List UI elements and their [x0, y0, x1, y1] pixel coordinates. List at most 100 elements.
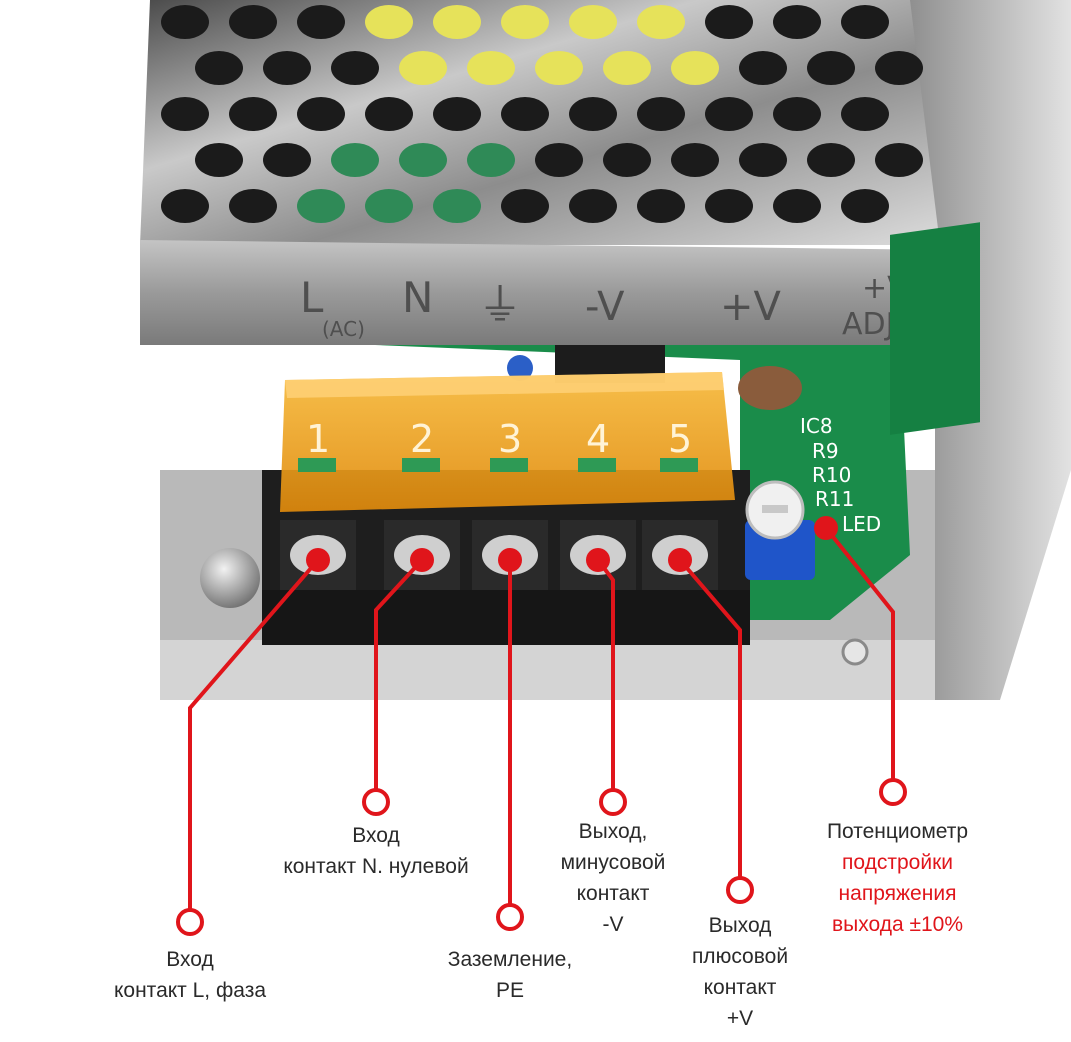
vent-hole: [841, 97, 889, 131]
pcb-label-led: LED: [842, 512, 881, 536]
vent-hole: [501, 5, 549, 39]
vent-hole: [773, 189, 821, 223]
vent-hole: [705, 97, 753, 131]
terminal-dots: [306, 516, 838, 572]
marking-minus-v: -V: [585, 284, 625, 330]
vent-hole: [671, 143, 719, 177]
vent-hole: [705, 5, 753, 39]
vent-hole: [263, 51, 311, 85]
vent-hole: [297, 5, 345, 39]
ventilation-holes: [161, 5, 923, 223]
dot-potentiometer: [814, 516, 838, 540]
amber-cover: [280, 372, 735, 512]
terminal-number-2: 2: [410, 417, 434, 461]
vent-hole: [501, 189, 549, 223]
vent-hole: [331, 143, 379, 177]
vent-hole: [365, 97, 413, 131]
mounting-screw: [200, 548, 260, 608]
terminal-window-3: [490, 458, 528, 472]
case-side-wall: [900, 0, 1071, 700]
label-input-l: Вход контакт L, фаза: [90, 944, 290, 1006]
label-potentiometer: Потенциометр подстройки напряжения выход…: [815, 816, 980, 940]
ring-ground: [496, 903, 524, 931]
vent-hole: [161, 189, 209, 223]
label-potentiometer-line-2: напряжения: [838, 882, 957, 905]
dot-terminal-1: [306, 548, 330, 572]
vent-hole: [365, 5, 413, 39]
vent-hole: [195, 143, 243, 177]
label-output-plus-line-1: Выход: [708, 914, 772, 937]
vent-hole: [229, 97, 277, 131]
callout-line-n: [374, 558, 424, 800]
label-output-plus-line-2: плюсовой: [691, 945, 789, 968]
terminal-window-4: [578, 458, 616, 472]
ring-output-minus: [599, 788, 627, 816]
vent-hole: [263, 143, 311, 177]
marking-ac: (AC): [322, 317, 365, 341]
vent-hole: [229, 189, 277, 223]
vent-hole: [535, 51, 583, 85]
dot-terminal-5: [668, 548, 692, 572]
label-ground: Заземление, PE: [420, 944, 600, 1006]
vent-hole: [433, 189, 481, 223]
vent-hole: [569, 5, 617, 39]
label-output-plus-line-4: +V: [726, 1007, 754, 1030]
vent-hole: [841, 189, 889, 223]
label-output-minus-line-1: Выход,: [578, 820, 648, 843]
terminal-number-4: 4: [586, 417, 610, 461]
vent-hole: [773, 5, 821, 39]
vent-hole: [705, 189, 753, 223]
vent-hole: [569, 189, 617, 223]
dot-terminal-3: [498, 548, 522, 572]
label-potentiometer-line-1: подстройки: [842, 851, 953, 874]
label-input-n-line-2: контакт N. нулевой: [283, 855, 469, 878]
vent-hole: [671, 51, 719, 85]
vent-hole: [637, 5, 685, 39]
vent-hole: [297, 97, 345, 131]
vent-hole: [331, 51, 379, 85]
callout-line-pot: [824, 526, 895, 790]
vent-hole: [467, 143, 515, 177]
terminal-number-3: 3: [498, 417, 522, 461]
label-input-n: Вход контакт N. нулевой: [266, 820, 486, 882]
vent-hole: [569, 97, 617, 131]
dot-terminal-4: [586, 548, 610, 572]
vent-hole: [501, 97, 549, 131]
front-lip: [140, 240, 955, 345]
label-input-l-line-2: контакт L, фаза: [113, 979, 266, 1002]
pcb-markings: IC8 R9 R10 R11 LED: [800, 414, 881, 536]
pcb-label-r10: R10: [812, 463, 851, 487]
vent-hole: [739, 51, 787, 85]
pcb-label-r11: R11: [815, 487, 854, 511]
label-ground-line-2: PE: [495, 979, 524, 1002]
vent-hole: [161, 97, 209, 131]
vent-hole: [875, 143, 923, 177]
vent-hole: [399, 143, 447, 177]
callout-line-l: [188, 558, 320, 920]
marking-adj: ADJ: [842, 307, 894, 342]
label-output-minus-line-4: -V: [602, 913, 624, 936]
marking-n: N: [402, 273, 433, 322]
terminal-number-1: 1: [306, 417, 330, 461]
vent-hole: [399, 51, 447, 85]
pcb-label-ic8: IC8: [800, 414, 833, 438]
label-potentiometer-line-3: выхода ±10%: [831, 913, 964, 936]
label-output-minus-line-3: контакт: [576, 882, 650, 905]
vent-hole: [297, 189, 345, 223]
terminal-window-5: [660, 458, 698, 472]
ground-icon: ⏚: [478, 280, 522, 331]
vent-hole: [739, 143, 787, 177]
vent-hole: [875, 51, 923, 85]
ring-potentiometer: [879, 778, 907, 806]
vent-hole: [841, 5, 889, 39]
label-output-minus-line-2: минусовой: [560, 851, 666, 874]
vent-hole: [195, 51, 243, 85]
vent-hole: [637, 189, 685, 223]
vent-hole: [807, 143, 855, 177]
label-input-l-line-1: Вход: [166, 948, 214, 971]
vent-hole: [229, 5, 277, 39]
label-output-minus: Выход, минусовой контакт -V: [543, 816, 683, 940]
vent-hole: [603, 143, 651, 177]
